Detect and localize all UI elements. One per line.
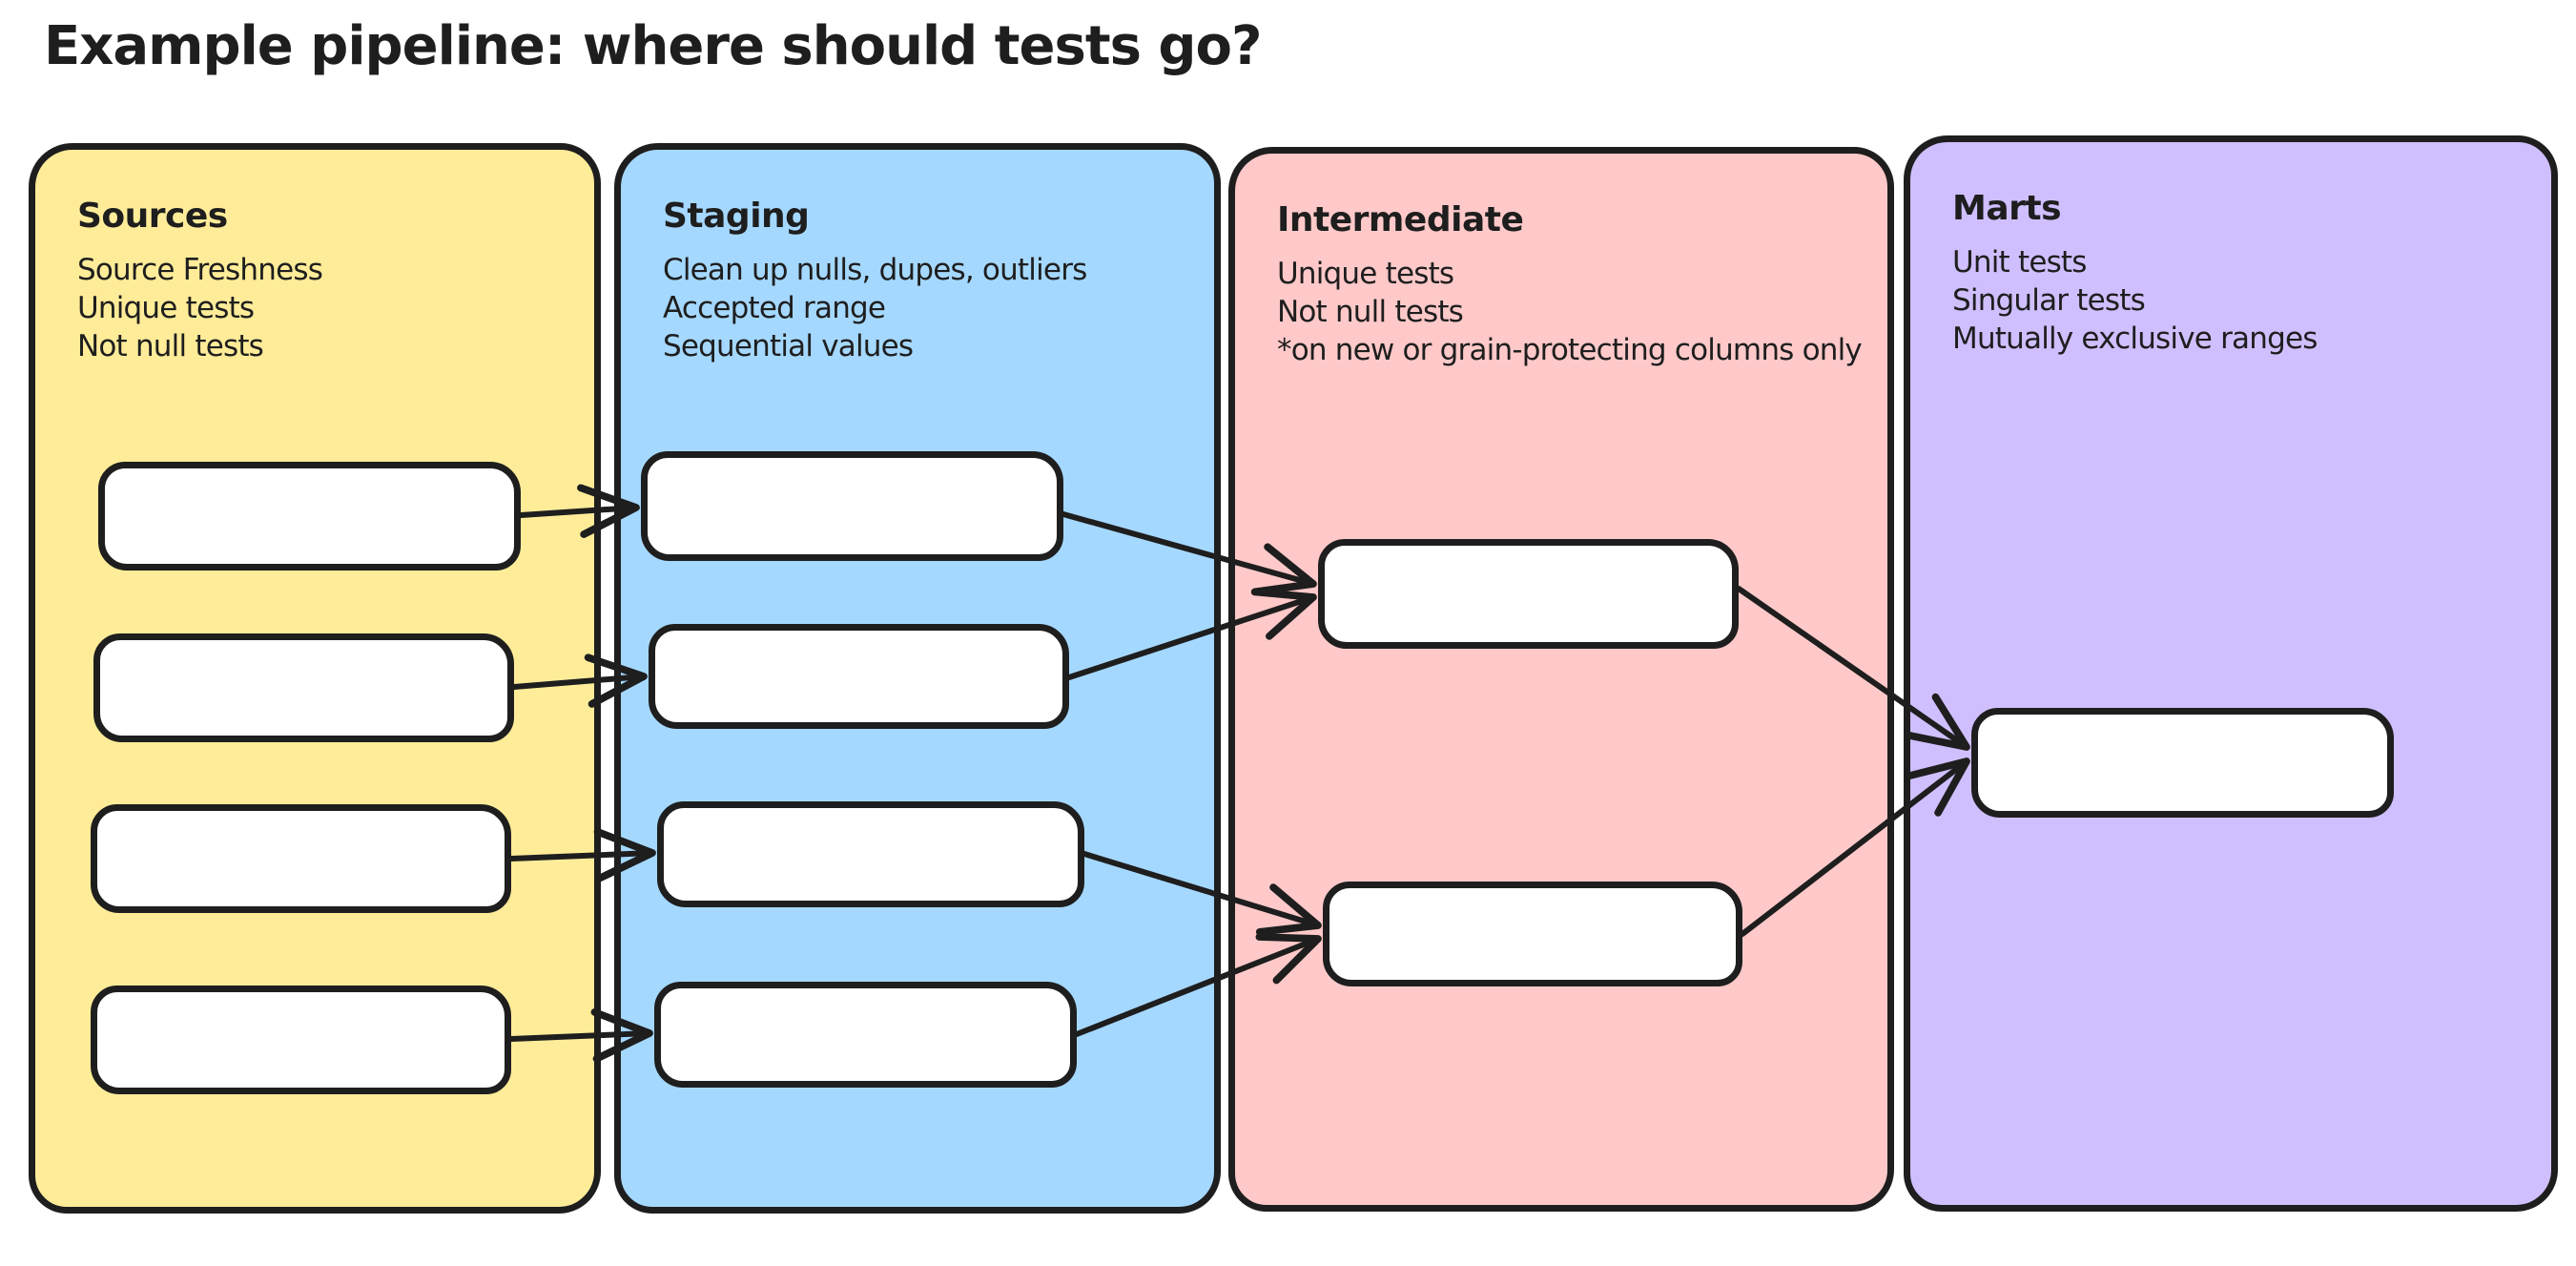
column-title-marts: Marts <box>1952 189 2062 228</box>
column-note: Unit tests <box>1952 245 2087 280</box>
column-note: Clean up nulls, dupes, outliers <box>663 253 1087 287</box>
column-note: Accepted range <box>663 291 886 325</box>
diagram-node-t2 <box>649 624 1069 729</box>
diagram-title: Example pipeline: where should tests go? <box>44 15 1262 77</box>
diagram-node-i1 <box>1318 539 1739 649</box>
column-note: *on new or grain-protecting columns only <box>1277 333 1863 367</box>
diagram-node-t3 <box>657 801 1084 907</box>
column-note: Unique tests <box>77 291 255 325</box>
column-note: Singular tests <box>1952 283 2146 318</box>
column-note: Unique tests <box>1277 257 1454 291</box>
diagram-node-i2 <box>1323 882 1742 986</box>
column-note: Not null tests <box>1277 295 1464 329</box>
column-title-sources: Sources <box>77 197 228 236</box>
diagram-node-s4 <box>91 986 511 1094</box>
column-note: Source Freshness <box>77 253 323 287</box>
diagram-node-s2 <box>93 633 514 742</box>
column-note: Not null tests <box>77 329 264 363</box>
diagram-node-s1 <box>98 462 521 571</box>
column-note: Mutually exclusive ranges <box>1952 322 2318 356</box>
diagram-node-t4 <box>654 982 1077 1088</box>
column-title-staging: Staging <box>663 197 810 236</box>
column-note: Sequential values <box>663 329 914 363</box>
diagram-node-m1 <box>1971 708 2394 818</box>
diagram-node-s3 <box>91 804 511 913</box>
diagram-node-t1 <box>641 451 1063 561</box>
column-title-intermediate: Intermediate <box>1277 200 1524 239</box>
